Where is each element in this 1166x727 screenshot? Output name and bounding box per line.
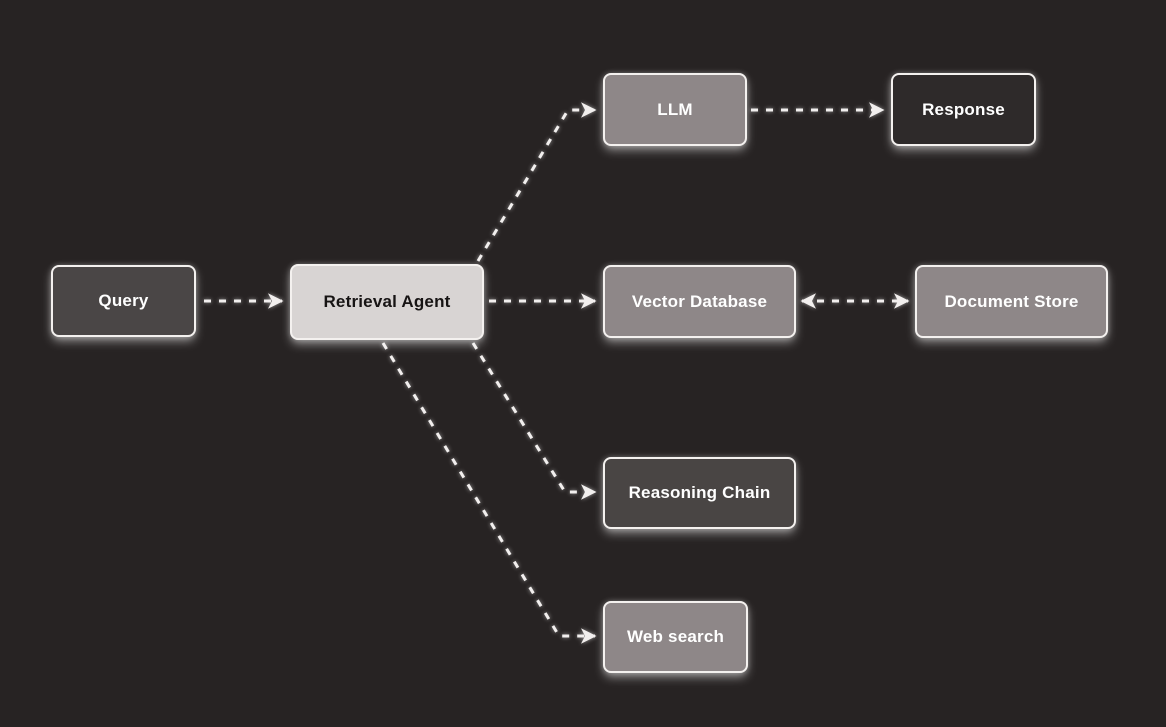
node-response-label: Response [922,99,1005,119]
node-reasoning-chain: Reasoning Chain [603,457,796,529]
node-response: Response [891,73,1036,146]
node-retrieval-agent: Retrieval Agent [290,264,484,340]
node-document-store-label: Document Store [944,291,1079,311]
edge-retrieval-agent-to-llm [476,102,597,262]
node-query: Query [51,265,196,337]
node-reasoning-chain-label: Reasoning Chain [628,483,771,502]
node-vector-database: Vector Database [603,265,796,338]
node-vector-database-label: Vector Database [631,291,768,311]
node-web-search: Web search [603,601,748,673]
node-query-label: Query [98,291,149,310]
node-llm-label: LLM [657,99,693,119]
node-llm: LLM [603,73,747,146]
node-web-search-label: Web search [626,627,725,646]
edge-retrieval-agent-to-reasoning-chain [471,342,597,500]
node-retrieval-agent-label: Retrieval Agent [323,292,451,311]
edge-retrieval-agent-to-web-search [381,342,597,644]
node-document-store: Document Store [915,265,1108,338]
